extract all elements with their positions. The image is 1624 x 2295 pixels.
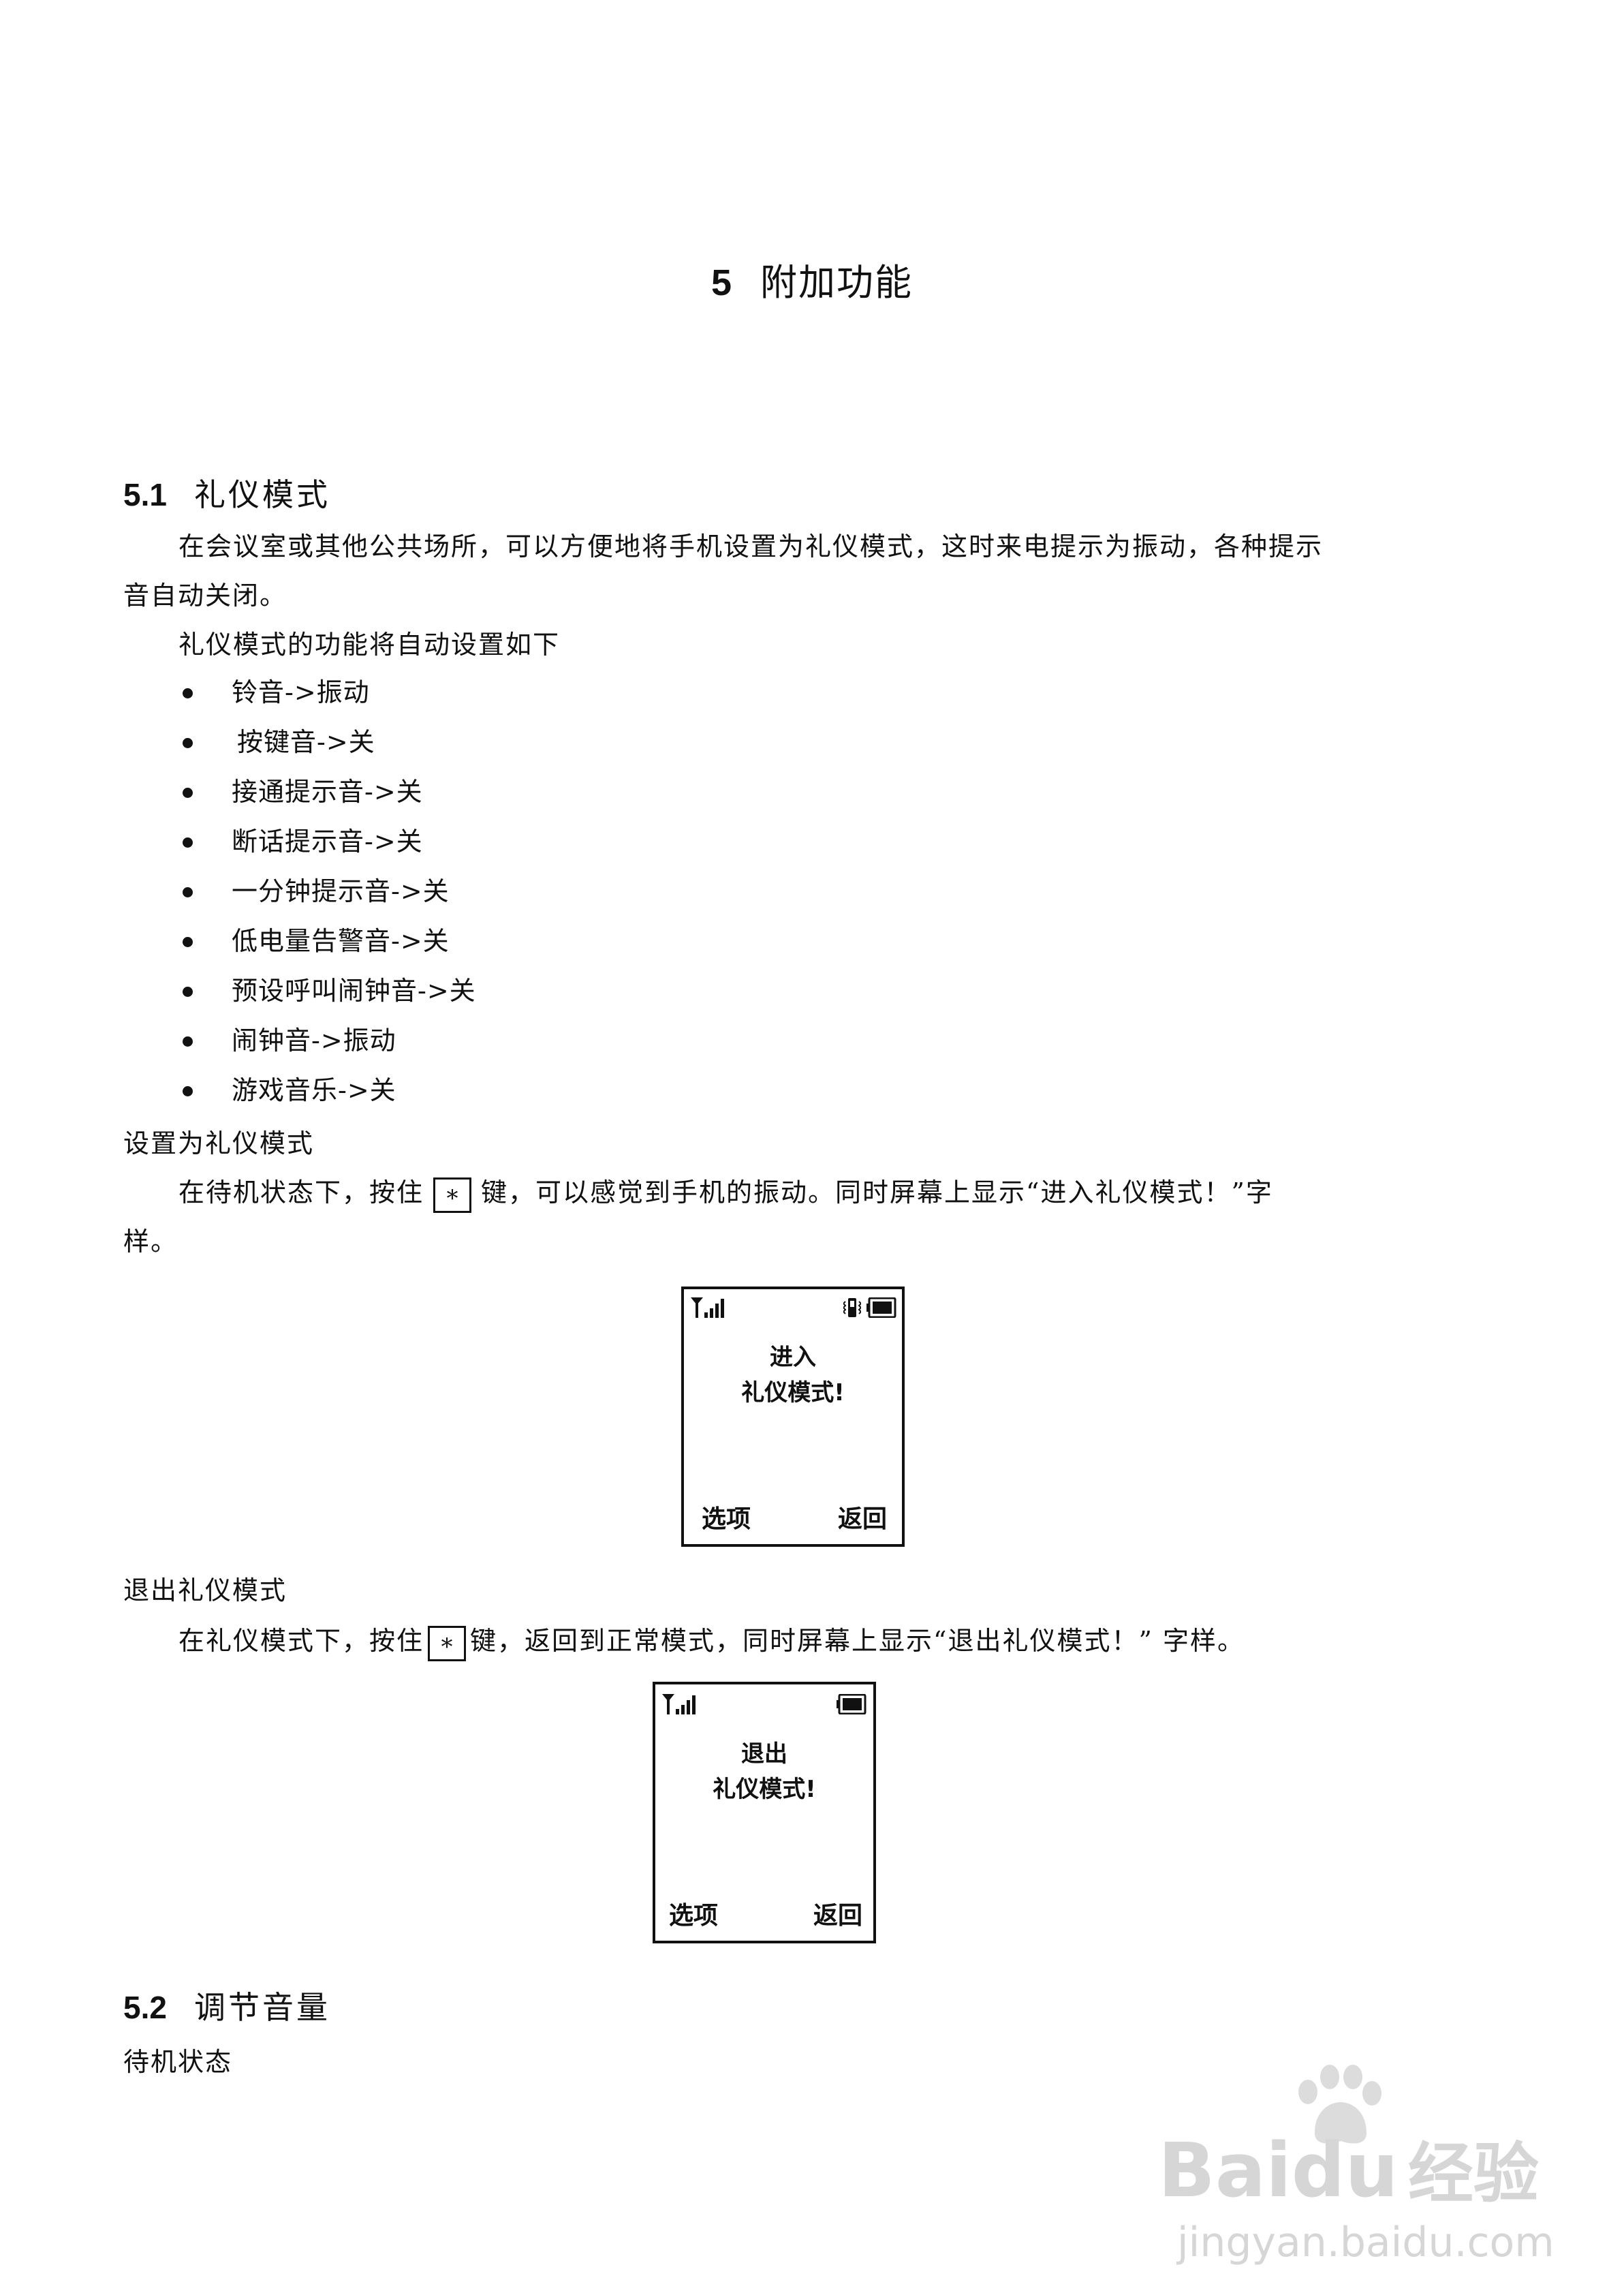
list-item: 预设呼叫闹钟音->关 — [178, 966, 476, 1016]
settings-list: 铃音->振动 按键音->关 接通提示音->关 断话提示音->关 一分钟提示音->… — [178, 668, 476, 1115]
section-heading-5-2: 5.2 调节音量 — [123, 1983, 330, 2028]
exit-instruction: 在礼仪模式下，按住*键，返回到正常模式，同时屏幕上显示“退出礼仪模式！” 字样。 — [178, 1625, 1245, 1661]
enter-heading: 设置为礼仪模式 — [123, 1128, 315, 1158]
section-number: 5.1 — [123, 477, 167, 512]
watermark-url: jingyan.baidu.com — [1177, 2219, 1555, 2266]
screen-message-line2: 礼仪模式! — [741, 1379, 845, 1406]
phone-screen-enter: 进入 礼仪模式! 选项 返回 — [681, 1287, 905, 1547]
list-item: 低电量告警音->关 — [178, 917, 476, 966]
chapter-title-text: 附加功能 — [760, 261, 914, 304]
signal-icon — [662, 1694, 696, 1714]
bullet-icon — [183, 837, 193, 848]
section-2-subheading: 待机状态 — [123, 2047, 233, 2077]
vibrate-icon — [843, 1298, 861, 1317]
list-item: 按键音->关 — [178, 718, 476, 767]
chapter-title: 5 附加功能 — [0, 252, 1624, 306]
battery-icon — [866, 1297, 896, 1318]
list-item: 铃音->振动 — [178, 668, 476, 718]
right-softkey: 返回 — [837, 1505, 887, 1533]
intro-line-1: 在会议室或其他公共场所，可以方便地将手机设置为礼仪模式，这时来电提示为振动，各种… — [178, 532, 1324, 561]
list-item: 闹钟音->振动 — [178, 1016, 476, 1066]
bullet-icon — [183, 937, 193, 947]
list-intro: 礼仪模式的功能将自动设置如下 — [178, 630, 561, 660]
list-item: 接通提示音->关 — [178, 767, 476, 817]
battery-icon — [837, 1694, 866, 1714]
list-item: 游戏音乐->关 — [178, 1066, 476, 1115]
intro-line-2: 音自动关闭。 — [123, 581, 287, 611]
bullet-icon — [183, 1086, 193, 1096]
bullet-icon — [183, 1036, 193, 1047]
star-key: * — [433, 1177, 472, 1213]
bullet-icon — [183, 987, 193, 997]
paw-icon — [1298, 2065, 1381, 2144]
screen-message-line1: 进入 — [770, 1344, 816, 1371]
chapter-number: 5 — [710, 262, 734, 303]
section-title: 调节音量 — [193, 1989, 330, 2026]
signal-icon — [691, 1297, 724, 1318]
section-heading-5-1: 5.1 礼仪模式 — [123, 470, 330, 515]
list-item: 断话提示音->关 — [178, 817, 476, 867]
enter-instruction: 在待机状态下，按住*键，可以感觉到手机的振动。同时屏幕上显示“进入礼仪模式！”字 — [178, 1177, 1273, 1213]
bullet-icon — [183, 788, 193, 798]
bullet-icon — [183, 887, 193, 897]
section-title: 礼仪模式 — [193, 476, 330, 513]
phone-screen-exit: 退出 礼仪模式! 选项 返回 — [653, 1682, 876, 1943]
bullet-icon — [183, 688, 193, 698]
list-item: 一分钟提示音->关 — [178, 867, 476, 917]
bullet-icon — [183, 738, 193, 748]
star-key: * — [428, 1625, 467, 1661]
right-softkey: 返回 — [813, 1902, 862, 1930]
screen-message-line2: 礼仪模式! — [713, 1776, 816, 1803]
exit-heading: 退出礼仪模式 — [123, 1575, 287, 1605]
screen-message-line1: 退出 — [741, 1740, 787, 1768]
left-softkey: 选项 — [669, 1902, 719, 1930]
enter-instruction-line2: 样。 — [123, 1227, 178, 1257]
left-softkey: 选项 — [702, 1505, 751, 1533]
section-number: 5.2 — [123, 1990, 167, 2025]
